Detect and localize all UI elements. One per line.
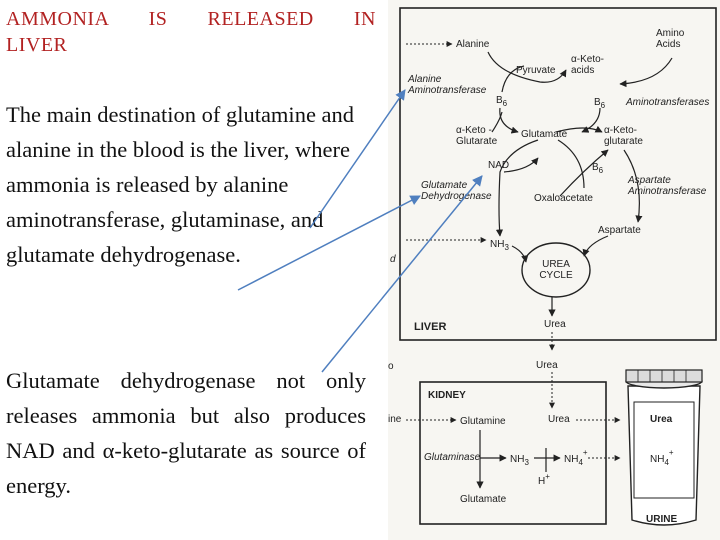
title-line-1: AMMONIA IS RELEASED IN xyxy=(6,8,376,30)
nh3-kidney-label: NH3 xyxy=(510,454,529,467)
glutamine-kidney-label: Glutamine xyxy=(460,416,506,427)
alpha-ketoglutarate-right-label: α-Keto-glutarate xyxy=(604,125,643,147)
h-plus-label: H+ xyxy=(538,472,550,487)
nh4-urine-label: NH4+ xyxy=(650,448,674,467)
oxaloacetate-label: Oxaloacetate xyxy=(534,193,593,204)
urea-urine-label: Urea xyxy=(650,414,673,425)
urea-kidney-label: Urea xyxy=(548,414,570,425)
nad-label: NAD xyxy=(488,160,509,171)
urea-cycle-circle xyxy=(521,242,591,298)
b6-left-label: B6 xyxy=(496,95,508,108)
liver-label: LIVER xyxy=(414,321,446,333)
urea-blood-label: Urea xyxy=(536,360,558,371)
glutaminase-label: Glutaminase xyxy=(424,452,481,463)
left-edge-d-label: d xyxy=(390,254,396,265)
nh4-kidney-label: NH4+ xyxy=(564,448,588,467)
glutamate-label: Glutamate xyxy=(521,129,568,140)
b6-right-label: B6 xyxy=(594,97,606,110)
paragraph-liver-destination: The main destination of glutamine and al… xyxy=(6,102,355,267)
glutamate-kidney-label: Glutamate xyxy=(460,494,507,505)
alpha-keto-acids-label: α-Keto-acids xyxy=(571,54,604,76)
title-line-2: LIVER xyxy=(6,34,68,56)
b6-lower-label: B6 xyxy=(592,162,604,175)
kidney-label: KIDNEY xyxy=(428,390,466,401)
urine-cup xyxy=(625,369,703,526)
urine-label: URINE xyxy=(646,514,677,525)
pyruvate-label: Pyruvate xyxy=(516,65,556,76)
alpha-ketoglutarate-left-label: α-Keto -Glutarate xyxy=(456,125,498,147)
alanine-label: Alanine xyxy=(456,39,490,50)
left-edge-ine-label: ine xyxy=(388,414,402,425)
kidney-box xyxy=(419,381,607,525)
left-edge-o-label: o xyxy=(388,361,394,372)
paragraph-glutamate-dehydrogenase: Glutamate dehydrogenase not only release… xyxy=(6,368,366,498)
aminotransferases-label: Aminotransferases xyxy=(625,97,709,108)
nh3-label: NH3 xyxy=(490,239,509,252)
aspartate-label: Aspartate xyxy=(598,225,641,236)
urea-liver-label: Urea xyxy=(544,319,566,330)
slide-title: AMMONIA IS RELEASED IN LIVER xyxy=(6,6,376,58)
